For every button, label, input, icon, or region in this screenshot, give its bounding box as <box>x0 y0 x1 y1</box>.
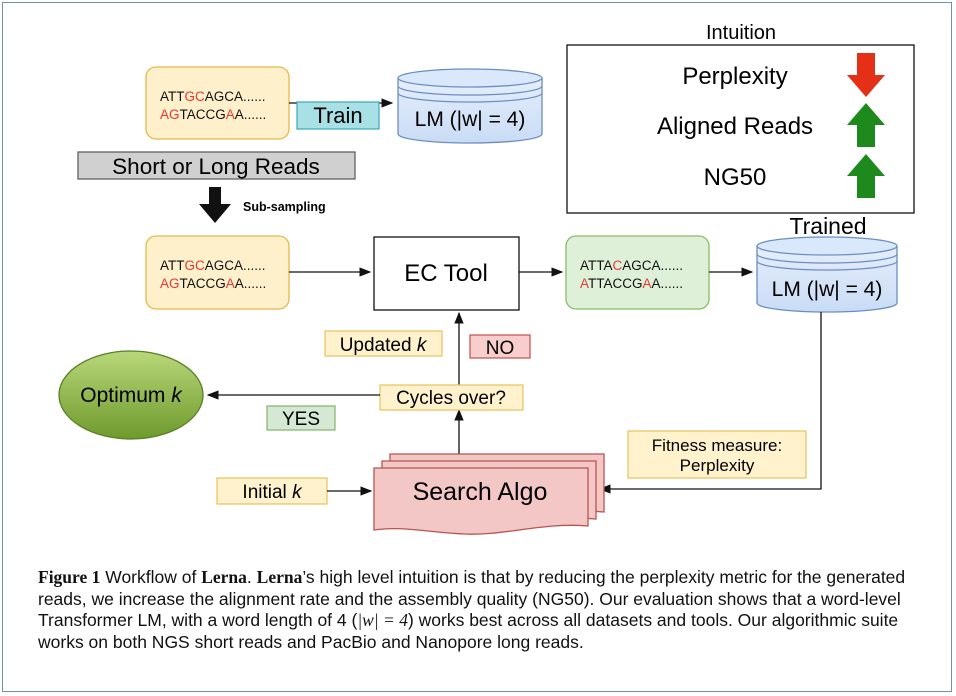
input-reads-box-top: ATTGCAGCA...... AGTACCGAA...... <box>145 66 290 140</box>
figure-caption: Figure 1 Workflow of Lerna. Lerna’s high… <box>38 567 906 652</box>
math-expression: |w| = 4 <box>357 610 408 630</box>
svg-text:Perplexity: Perplexity <box>680 456 755 475</box>
svg-text:LM (|w| = 4): LM (|w| = 4) <box>415 108 526 131</box>
svg-text:Optimum k: Optimum k <box>80 384 183 407</box>
svg-text:YES: YES <box>282 409 320 430</box>
svg-text:Initial k: Initial k <box>242 482 303 503</box>
no-label: NO <box>469 334 531 359</box>
svg-text:EC Tool: EC Tool <box>404 260 488 287</box>
seq-line: ATTGCAGCA...... <box>160 89 266 104</box>
intuition-metric-label: Perplexity <box>682 63 787 90</box>
svg-text:Sub-sampling: Sub-sampling <box>243 200 326 214</box>
optimum-k-node: Optimum k <box>58 350 204 440</box>
seq-line: ATTGCAGCA...... <box>160 258 266 273</box>
svg-text:NO: NO <box>486 338 515 359</box>
svg-text:Short or Long Reads: Short or Long Reads <box>112 154 320 179</box>
yes-label: YES <box>266 405 336 431</box>
intuition-title: Intuition <box>706 22 776 44</box>
ec-tool-box: EC Tool <box>373 236 520 311</box>
subsampling-arrow: Sub-sampling <box>199 187 326 223</box>
updated-k-label: Updated k <box>324 330 443 357</box>
svg-text:Fitness measure:: Fitness measure: <box>652 436 782 455</box>
seq-line: AGTACCGAA...... <box>160 276 266 291</box>
intuition-metric-label: NG50 <box>704 164 767 191</box>
svg-text:LM (|w| = 4): LM (|w| = 4) <box>772 278 883 301</box>
svg-text:Updated k: Updated k <box>340 335 428 356</box>
train-label: Train <box>296 101 380 130</box>
lm-database-top: LM (|w| = 4) <box>397 68 543 144</box>
tool-name: Lerna <box>201 567 247 587</box>
seq-line: ATTACCGAA...... <box>580 276 683 291</box>
seq-line: AGTACCGAA...... <box>160 107 266 122</box>
fitness-label: Fitness measure: Perplexity <box>627 430 807 479</box>
arrow-up-icon <box>847 154 885 198</box>
reads-type-label: Short or Long Reads <box>77 151 356 180</box>
svg-text:Search Algo: Search Algo <box>413 478 548 506</box>
search-algo-node: Search Algo <box>373 453 605 535</box>
arrow-up-icon <box>847 103 885 147</box>
arrow-down-icon <box>847 53 885 97</box>
svg-text:Train: Train <box>313 103 362 128</box>
intuition-metric-label: Aligned Reads <box>657 113 813 140</box>
svg-text:Cycles over?: Cycles over? <box>396 388 506 409</box>
workflow-diagram: ATTGCAGCA...... AGTACCGAA...... Train LM… <box>58 22 915 535</box>
input-reads-box: ATTGCAGCA...... AGTACCGAA...... <box>145 235 290 310</box>
tool-name: Lerna <box>256 567 303 587</box>
figure-label: Figure 1 <box>38 567 101 587</box>
cycles-over-decision: Cycles over? <box>379 384 524 411</box>
fitness-connector <box>598 312 822 494</box>
corrected-reads-box: ATTACAGCA...... ATTACCGAA...... <box>565 235 710 310</box>
lm-database-trained: LM (|w| = 4) <box>756 236 898 313</box>
trained-label: Trained <box>789 213 866 239</box>
initial-k-label: Initial k <box>216 477 328 505</box>
seq-line: ATTACAGCA...... <box>580 258 683 273</box>
